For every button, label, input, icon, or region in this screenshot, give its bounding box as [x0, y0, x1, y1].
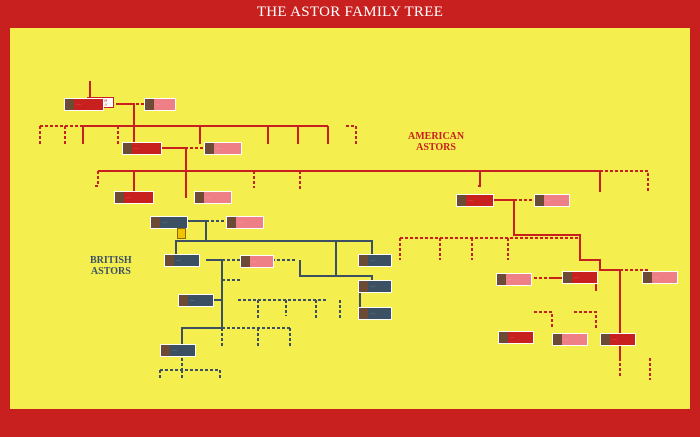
dashed-br-kids: [238, 299, 341, 320]
person-box-br-gen1[interactable]: ·····: [150, 216, 188, 229]
dashed-gen1-mid: [117, 125, 357, 144]
spouse-box-right-gen2b[interactable]: ·····: [642, 271, 678, 284]
spouse-box-br-gen2[interactable]: ·····: [240, 255, 274, 268]
connector-lines: [39, 81, 651, 380]
person-box-br-right3[interactable]: ·····: [358, 307, 392, 320]
dashed-gen3-mid: [253, 171, 301, 190]
person-box-gen3[interactable]: ·····: [114, 191, 154, 204]
dashed-br-gen4: [159, 348, 221, 380]
dashed-right-children: [399, 237, 580, 260]
portrait-icon: [563, 272, 572, 283]
person-box-right-gen3b[interactable]: ·····: [600, 333, 636, 346]
connector-gen2-b: [160, 147, 187, 171]
connector-br-mid: [299, 260, 336, 277]
person-box-br-gen2[interactable]: ·····: [164, 254, 200, 267]
person-box-br-gen4[interactable]: ·····: [160, 344, 196, 357]
portrait-icon: [151, 217, 160, 228]
spouse-box-gen2[interactable]: ·····: [204, 142, 242, 155]
portrait-icon: [165, 255, 174, 266]
person-box-right-gen2[interactable]: ·····: [562, 271, 598, 284]
portrait-icon: [145, 99, 154, 110]
portrait-icon: [359, 255, 368, 266]
person-box-right-gen1[interactable]: ·····: [456, 194, 494, 207]
dashed-gen1-left: [39, 125, 83, 144]
crest-badge-icon: [177, 228, 186, 239]
connector-gen1: [116, 103, 135, 126]
portrait-icon: [241, 256, 250, 267]
portrait-icon: [643, 272, 652, 283]
portrait-icon: [457, 195, 466, 206]
portrait-icon: [499, 332, 508, 343]
portrait-icon: [359, 281, 368, 292]
dashed-right-far: [600, 170, 649, 192]
spouse-box-gen1[interactable]: ·····: [144, 98, 176, 111]
tree-board: ASTOR FAMILY ····· ····· ····· ····· ···…: [10, 28, 690, 409]
portrait-icon: [123, 143, 132, 154]
person-box-br-right2[interactable]: ·····: [358, 280, 392, 293]
portrait-icon: [497, 274, 506, 285]
portrait-icon: [65, 99, 74, 110]
spouse-box-gen3[interactable]: ·····: [194, 191, 232, 204]
portrait-icon: [205, 143, 214, 154]
portrait-icon: [227, 217, 236, 228]
spouse-box-br-gen1[interactable]: ·····: [226, 216, 264, 229]
connector-gen1-drops: [82, 126, 329, 144]
portrait-icon: [179, 295, 188, 306]
connector-br-right: [335, 241, 374, 311]
portrait-icon: [553, 334, 562, 345]
person-box-gen1[interactable]: ·····: [64, 98, 104, 111]
portrait-icon: [535, 195, 544, 206]
person-box-gen2[interactable]: ·····: [122, 142, 162, 155]
portrait-icon: [161, 345, 170, 356]
portrait-icon: [601, 334, 610, 345]
spouse-box-right-gen1[interactable]: ·····: [534, 194, 570, 207]
portrait-icon: [359, 308, 368, 319]
connector-gen3-bar: [98, 170, 481, 187]
dashed-gen3-left: [94, 171, 99, 187]
connector-br-bar: [206, 240, 373, 258]
person-box-right-gen3a[interactable]: ·····: [498, 331, 534, 344]
dashed-br-gen2: [222, 259, 256, 281]
page-title: THE ASTOR FAMILY TREE: [256, 4, 444, 20]
spouse-box-right-gen3[interactable]: ·····: [552, 333, 588, 346]
spouse-box-right-gen2[interactable]: ·····: [496, 273, 532, 286]
person-box-br-right1[interactable]: ·····: [358, 254, 392, 267]
dashed-br-gen3-kids: [182, 327, 291, 346]
section-label-british: BRITISH ASTORS: [90, 255, 132, 277]
person-box-br-gen3[interactable]: ·····: [178, 294, 214, 307]
portrait-icon: [195, 192, 204, 203]
section-label-american: AMERICAN ASTORS: [408, 131, 465, 153]
connector-br-gen3: [181, 300, 223, 348]
connector-gen3-drops: [133, 171, 187, 198]
dashed-right-lower: [534, 311, 651, 380]
portrait-icon: [115, 192, 124, 203]
